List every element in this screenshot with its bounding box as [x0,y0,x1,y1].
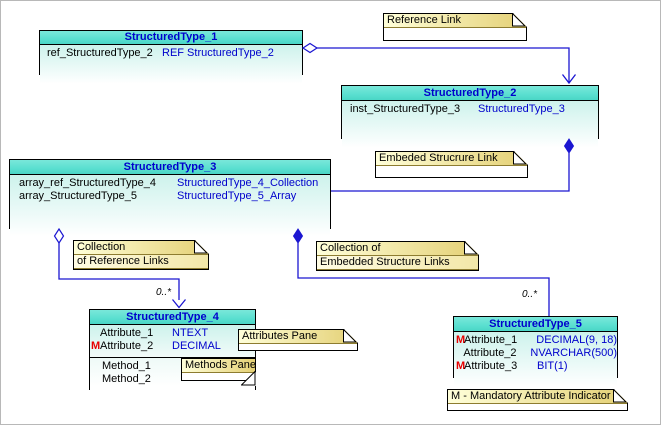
attribute-name: array_StructuredType_5 [19,190,138,202]
open-diamond [301,42,319,54]
attribute-name: ref_StructuredType_2 [47,47,153,59]
attribute-type: StructuredType_5_Array [177,190,297,202]
mandatory-flag [456,347,463,360]
entity-title[interactable]: StructuredType_3 [10,160,330,175]
attribute-name: inst_StructuredType_3 [350,103,461,115]
attribute-row[interactable]: Attribute_1 NTEXT [90,325,255,340]
attribute-row[interactable]: M Attribute_2 DECIMAL [90,340,255,353]
note-text: Attributes Pane [239,330,357,344]
note-text: Collection [74,241,208,255]
attribute-type: NVARCHAR(500) [530,347,617,359]
attribute-name: array_ref_StructuredType_4 [19,177,156,189]
note-text: Embedded Structure Links [317,256,478,270]
attribute-type: REF StructuredType_2 [162,47,274,59]
note-fold-icon [343,329,358,343]
note-text: Collection of [317,242,478,256]
note-text: Methods Pane [182,359,256,373]
mandatory-flag: M [91,340,101,352]
cardinality-label: 0..* [156,287,172,298]
entity-structuredtype-3[interactable]: StructuredType_3 array_ref_StructuredTyp… [9,159,331,243]
entity-title[interactable]: StructuredType_5 [454,317,617,332]
entity-title[interactable]: StructuredType_2 [342,86,598,101]
note-fold-icon [613,389,628,403]
entity-title[interactable]: StructuredType_4 [90,310,255,325]
attribute-row[interactable]: array_StructuredType_5 StructuredType_5_… [10,190,330,203]
arrowhead [171,299,187,309]
mandatory-flag: M [456,334,466,346]
attribute-row[interactable]: M Attribute_1 DECIMAL(9, 18) [454,332,617,347]
entity-structuredtype-5[interactable]: StructuredType_5 M Attribute_1 DECIMAL(9… [453,316,618,392]
attributes-pane[interactable]: Attribute_1 NTEXT M Attribute_2 DECIMAL [90,325,255,357]
note-text: M - Mandatory Attribute Indicator [448,390,627,404]
note-fold-icon [513,151,528,165]
mandatory-flag [91,327,100,340]
attribute-type: StructuredType_3 [478,103,565,115]
method-row[interactable]: Method_1 [102,360,151,372]
attribute-type: BIT(1) [537,360,568,372]
attribute-type: DECIMAL [172,340,221,352]
note-attributes-pane[interactable]: Attributes Pane [238,329,358,351]
note-fold-icon [464,241,479,255]
note-text: of Reference Links [74,255,208,269]
attribute-name: Attribute_1 [464,334,518,346]
attribute-name: Attribute_1 [100,327,154,339]
note-collection-of-embedded-structure-links[interactable]: Collection of Embedded Structure Links [316,241,479,271]
attribute-name: Attribute_3 [464,360,518,372]
note-embedded-structure-link[interactable]: Embeded Strucrure Link [375,151,528,178]
note-reference-link[interactable]: Reference Link [383,13,527,41]
attribute-row[interactable]: M Attribute_3 BIT(1) [454,360,617,373]
attribute-row[interactable]: ref_StructuredType_2 REF StructuredType_… [40,45,302,60]
entity-structuredtype-1[interactable]: StructuredType_1 ref_StructuredType_2 RE… [39,30,303,88]
entity-structuredtype-2[interactable]: StructuredType_2 inst_StructuredType_3 S… [341,85,599,153]
attribute-row[interactable]: Attribute_2 NVARCHAR(500) [454,347,617,360]
note-text: Reference Link [384,14,526,28]
attribute-name: Attribute_2 [463,347,517,359]
attribute-name: Attribute_2 [100,340,154,352]
arrowhead [561,74,577,85]
note-collection-of-reference-links[interactable]: Collection of Reference Links [73,240,209,270]
attribute-row[interactable]: array_ref_StructuredType_4 StructuredTyp… [10,175,330,190]
attribute-type: StructuredType_4_Collection [177,177,319,189]
note-text: Embeded Strucrure Link [376,152,527,166]
method-row[interactable]: Method_2 [102,373,151,385]
attribute-type: NTEXT [172,327,209,339]
entity-structuredtype-4[interactable]: StructuredType_4 Attribute_1 NTEXT M Att… [89,309,256,393]
cardinality-label: 0..* [522,289,538,300]
entity-title[interactable]: StructuredType_1 [40,31,302,45]
note-fold-icon [512,13,527,27]
note-fold-icon [241,370,257,386]
mandatory-flag: M [456,360,466,372]
note-methods-pane[interactable]: Methods Pane [181,358,257,386]
reference-link-connector[interactable] [301,42,577,85]
note-mandatory-attribute-indicator[interactable]: M - Mandatory Attribute Indicator [447,389,628,411]
note-fold-icon [194,240,209,254]
attribute-type: DECIMAL(9, 18) [536,334,617,346]
attribute-row[interactable]: inst_StructuredType_3 StructuredType_3 [342,101,598,116]
